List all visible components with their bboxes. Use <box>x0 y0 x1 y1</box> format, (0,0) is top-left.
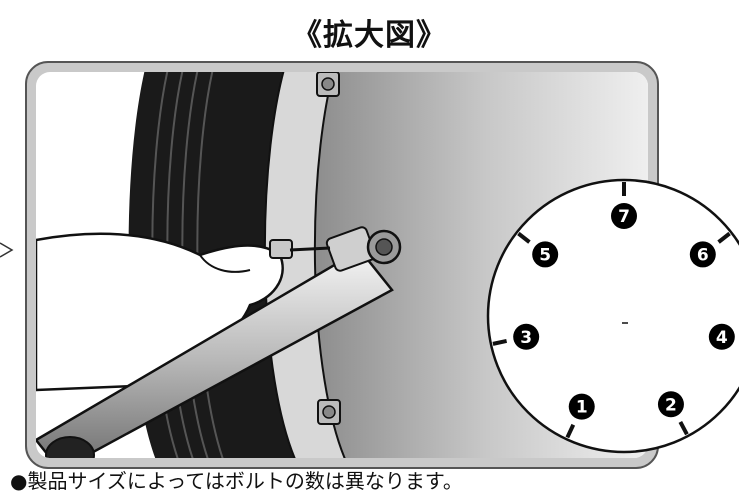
bolt-order-badge: 2 <box>657 391 684 418</box>
bolt-order-badge: 7 <box>611 203 637 229</box>
bolt-order-badge: 3 <box>513 323 540 350</box>
bolt-order-badge: 6 <box>689 241 716 268</box>
bolt-order-number: 2 <box>665 395 677 415</box>
bolt-order-badge: 5 <box>532 241 559 268</box>
bolt-order-number: 4 <box>716 328 728 348</box>
bolt-order-number: 5 <box>539 245 551 265</box>
diagram-title: 《拡大図》 <box>292 18 447 53</box>
bolt-top-icon <box>316 72 340 97</box>
bolt-position-tick <box>678 421 689 436</box>
bolt-order-badge: 1 <box>568 393 595 420</box>
bolt-order-number: 1 <box>576 398 588 418</box>
bolt-position-tick <box>717 231 731 244</box>
bolt-order-diagram: 7 6 4 2 1 3 5 <box>486 178 739 454</box>
bolt-position-tick <box>517 231 531 244</box>
bolt-order-number: 7 <box>618 207 630 227</box>
footnote: ●製品サイズによってはボルトの数は異なります。 <box>10 469 463 493</box>
bolt-position-tick <box>565 423 576 439</box>
pointer-arrow <box>0 242 14 258</box>
bolt-order-number: 6 <box>697 245 709 265</box>
bolt-position-tick <box>492 338 508 346</box>
wrench-illustration <box>36 226 402 458</box>
bolt-order-badge: 4 <box>708 323 735 350</box>
bolt-order-number: 3 <box>520 328 532 348</box>
bolt-bottom-icon <box>317 399 341 425</box>
